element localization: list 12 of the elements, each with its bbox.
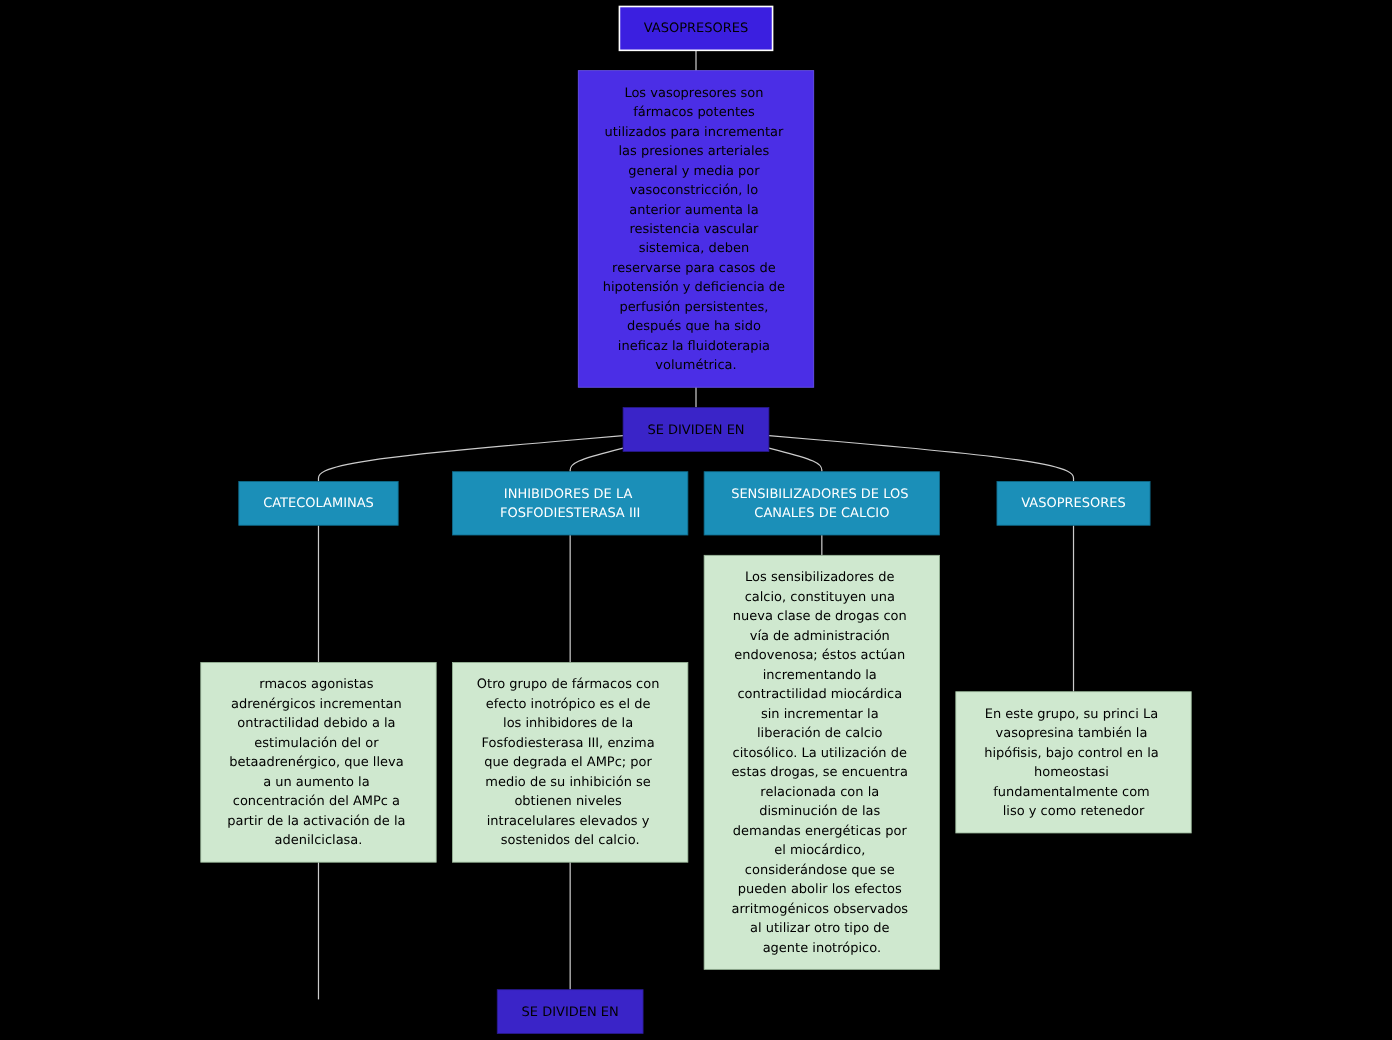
connector <box>317 861 320 1000</box>
connector <box>695 386 697 409</box>
connector <box>768 435 1075 483</box>
connector <box>821 534 823 556</box>
connector <box>695 49 697 72</box>
connector <box>317 524 320 664</box>
connector <box>569 447 624 473</box>
connector <box>317 435 624 483</box>
connector <box>569 861 571 991</box>
connector <box>569 534 571 664</box>
connector <box>768 447 823 473</box>
connector <box>1072 524 1075 693</box>
